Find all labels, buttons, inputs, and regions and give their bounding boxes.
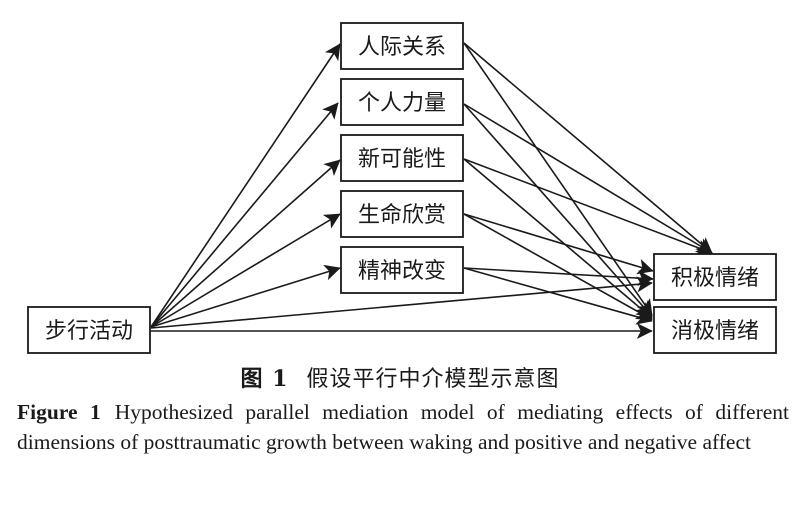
mediator-label: 生命欣赏: [358, 203, 446, 228]
node-interpersonal: 人际关系: [340, 22, 464, 70]
edge-walking-to-spiritual-change: [150, 264, 341, 328]
node-appreciation-of-life: 生命欣赏: [340, 190, 464, 238]
node-new-possibilities: 新可能性: [340, 134, 464, 182]
edge-personal-strength-to-negative-affect: [463, 103, 653, 318]
outcome-label: 消极情绪: [671, 319, 759, 344]
edge-walking-to-interpersonal: [150, 43, 341, 328]
node-personal-strength: 个人力量: [340, 78, 464, 126]
source-box: [27, 306, 151, 354]
outcome-box: [653, 306, 777, 354]
mediator-box: [340, 134, 464, 182]
edge-walking-to-appreciation-of-life: [150, 213, 341, 328]
caption-chinese: 图 1 假设平行中介模型示意图: [0, 361, 800, 393]
edge-spiritual-change-to-positive-affect: [463, 267, 654, 287]
mediator-box: [340, 246, 464, 294]
edge-appreciation-of-life-to-negative-affect: [463, 213, 653, 321]
edge-walking-to-new-possibilities: [150, 159, 341, 328]
edge-new-possibilities-to-negative-affect: [463, 158, 653, 319]
node-negative-affect: 消极情绪: [653, 306, 777, 354]
mediator-label: 精神改变: [358, 259, 446, 284]
caption-english-text: Hypothesized parallel mediation model of…: [17, 400, 790, 454]
edge-interpersonal-to-negative-affect: [463, 42, 653, 316]
mediator-box: [340, 78, 464, 126]
outcome-label: 积极情绪: [671, 266, 759, 291]
edge-personal-strength-to-positive-affect: [463, 103, 713, 254]
node-positive-affect: 积极情绪: [653, 253, 777, 301]
mediator-label: 人际关系: [358, 35, 446, 60]
outcome-box: [653, 253, 777, 301]
node-spiritual-change: 精神改变: [340, 246, 464, 294]
mediator-box: [340, 190, 464, 238]
mediator-label: 新可能性: [358, 147, 446, 172]
edge-new-possibilities-to-positive-affect: [463, 158, 713, 256]
mediator-label: 个人力量: [358, 91, 446, 116]
caption-chinese-text: 假设平行中介模型示意图: [306, 367, 560, 392]
edge-interpersonal-to-positive-affect: [463, 42, 713, 254]
edge-spiritual-change-to-negative-affect: [463, 267, 653, 325]
mediator-box: [340, 22, 464, 70]
edge-walking-to-positive-affect: [150, 276, 653, 329]
source-label: 步行活动: [45, 319, 133, 344]
edge-walking-to-personal-strength: [150, 102, 339, 328]
caption-english-number: Figure 1: [17, 400, 101, 424]
node-walking: 步行活动: [27, 306, 151, 354]
caption-chinese-number: 图 1: [240, 366, 289, 392]
edge-appreciation-of-life-to-positive-affect: [463, 213, 654, 275]
edges-layer: [150, 42, 713, 339]
